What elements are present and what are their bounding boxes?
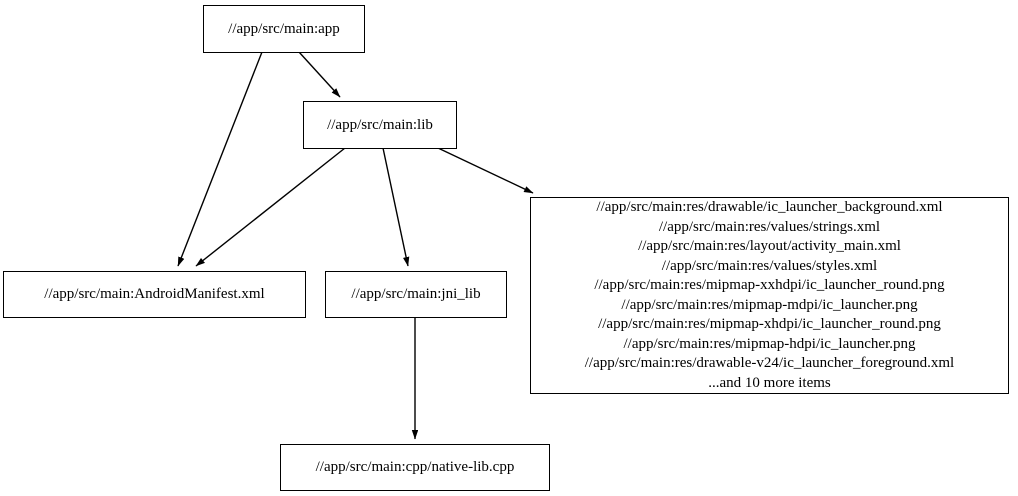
res-line: //app/src/main:res/mipmap-hdpi/ic_launch… [623,335,916,352]
node-app-label: //app/src/main:app [228,20,340,37]
node-androidmanifest-label: //app/src/main:AndroidManifest.xml [44,286,265,302]
edge-lib-to-res-group [437,147,534,194]
res-line: //app/src/main:res/mipmap-xhdpi/ic_launc… [598,316,941,332]
res-line: //app/src/main:res/drawable-v24/ic_launc… [584,355,955,371]
node-native-lib-cpp[interactable]: //app/src/main:cpp/native-lib.cpp [280,444,550,491]
res-line: //app/src/main:res/values/styles.xml [661,257,878,274]
node-lib-label: //app/src/main:lib [327,116,433,133]
res-line: //app/src/main:res/mipmap-xxhdpi/ic_laun… [594,277,945,293]
node-androidmanifest[interactable]: //app/src/main:AndroidManifest.xml [3,271,306,318]
node-res-group[interactable]: //app/src/main:res/drawable/ic_launcher_… [530,197,1009,394]
edge-app-to-lib [298,51,341,98]
node-app[interactable]: //app/src/main:app [203,5,365,53]
res-line: //app/src/main:res/layout/activity_main.… [638,238,901,254]
res-line: //app/src/main:res/mipmap-mdpi/ic_launch… [621,296,918,313]
res-line-more-items: ...and 10 more items [708,374,831,391]
node-lib[interactable]: //app/src/main:lib [303,101,457,149]
node-jni-lib-label: //app/src/main:jni_lib [351,286,481,302]
node-native-lib-cpp-label: //app/src/main:cpp/native-lib.cpp [315,459,515,475]
node-jni-lib[interactable]: //app/src/main:jni_lib [325,271,507,318]
edge-app-to-androidmanifest [177,51,263,267]
node-res-group-label: //app/src/main:res/drawable/ic_launcher_… [581,198,958,393]
edge-lib-to-jni-lib [382,147,410,267]
res-line: //app/src/main:res/drawable/ic_launcher_… [596,199,943,215]
res-line: //app/src/main:res/values/strings.xml [658,218,881,235]
edge-lib-to-androidmanifest [195,147,346,267]
